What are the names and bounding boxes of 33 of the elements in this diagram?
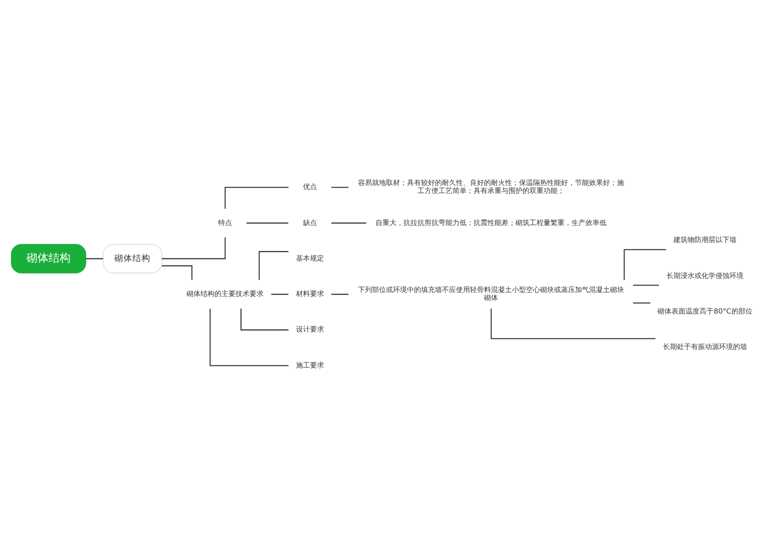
- connector: [162, 236, 226, 259]
- connector: [240, 308, 288, 330]
- node-text: 长期处于有振动源环境的墙: [663, 342, 747, 351]
- node-text: 材料要求: [296, 288, 324, 298]
- connector: [86, 258, 104, 259]
- connector: [490, 308, 656, 339]
- connector: [331, 293, 348, 294]
- node-text: 特点: [218, 217, 232, 226]
- connector: [271, 293, 288, 294]
- node-text: 设计要求: [296, 324, 324, 334]
- node-text: 砌体表面温度高于80°C的部位: [658, 306, 752, 315]
- connector: [162, 264, 192, 280]
- node-box: 砌体结构: [102, 244, 162, 273]
- connector: [624, 248, 666, 280]
- connector: [224, 186, 288, 208]
- node-text: 长期浸水或化学侵蚀环境: [666, 270, 744, 280]
- node-text: 基本规定: [296, 252, 324, 262]
- node-text: 自重大，抗拉抗剪抗弯能力低；抗震性能差；砌筑工程量繁重，生产效率低: [375, 217, 606, 226]
- connector: [258, 250, 288, 280]
- connector: [331, 222, 366, 224]
- node-text: 砌体结构的主要技术要求: [186, 288, 264, 298]
- node-text: 容易就地取材；具有较好的耐久性、良好的耐火性；保温隔热性能好，节能效果好；施工方便工艺简单；具有承重与围护的双重功能；: [358, 178, 624, 195]
- connector: [246, 222, 288, 224]
- connector: [633, 302, 650, 304]
- node-box: 砌体结构: [10, 244, 86, 273]
- node-text: 建筑物防潮层以下墙: [674, 234, 736, 244]
- connector: [633, 284, 659, 286]
- node-text: 缺点: [302, 217, 317, 226]
- connector: [331, 186, 348, 188]
- connector: [210, 308, 288, 366]
- node-text: 下列部位或环境中的填充墙不应使用轻骨料混凝土小型空心砌块或蒸压加气混凝土砌块砌体: [358, 284, 624, 302]
- node-text: 施工要求: [296, 360, 324, 369]
- node-text: 优点: [302, 182, 317, 191]
